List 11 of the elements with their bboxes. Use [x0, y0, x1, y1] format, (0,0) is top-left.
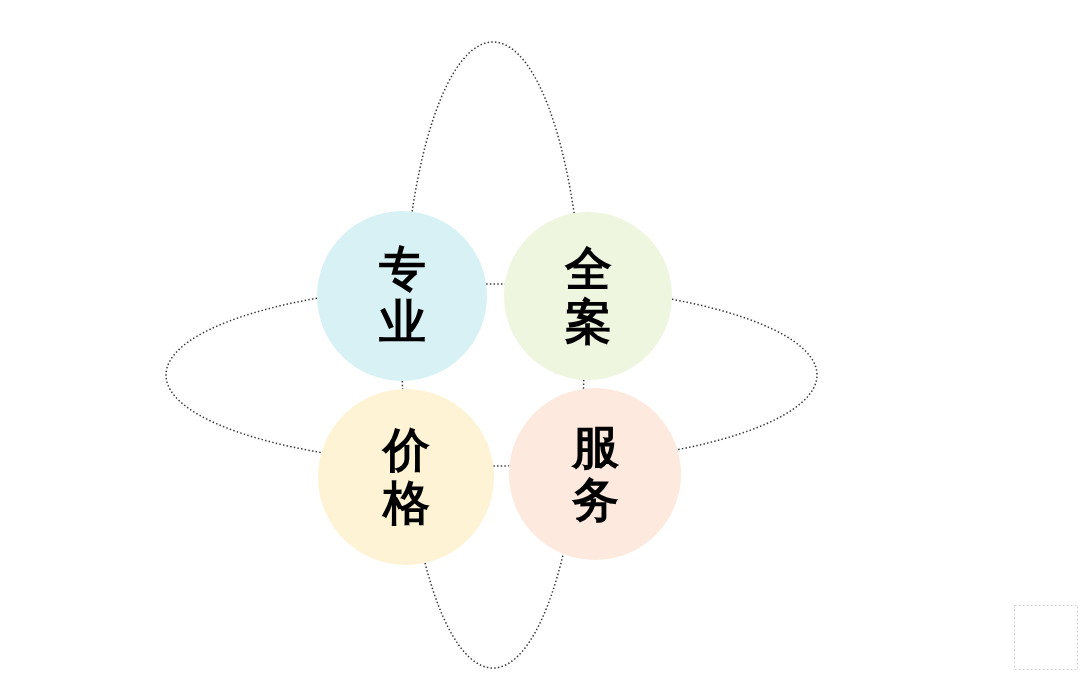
circle-label: 服务 — [571, 421, 619, 527]
dotted-arc — [401, 380, 404, 390]
circle-label: 价格 — [382, 424, 430, 530]
circle-label: 专业 — [378, 243, 426, 349]
dotted-arc — [424, 553, 564, 669]
dotted-arc — [411, 41, 575, 214]
dotted-arc — [582, 379, 585, 390]
circle-label: 全案 — [564, 243, 612, 349]
dotted-arc — [492, 465, 511, 467]
dotted-arc — [671, 298, 818, 451]
dotted-arc — [165, 297, 323, 454]
